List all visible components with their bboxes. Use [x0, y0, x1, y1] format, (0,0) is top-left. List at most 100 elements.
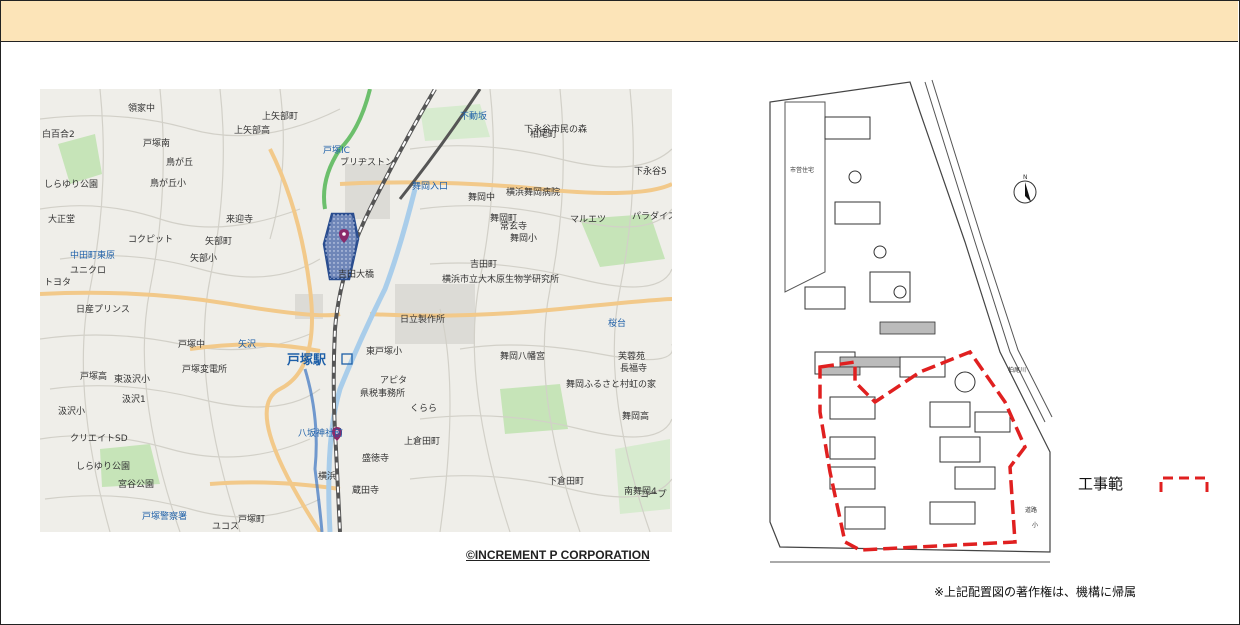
- label-yabe-kita: 矢部小: [190, 252, 217, 264]
- label-marietsu: マルエツ: [570, 215, 606, 225]
- plan-road: [931, 79, 1053, 418]
- label-cockpit: コクピット: [128, 234, 173, 245]
- park-area: [58, 134, 102, 184]
- label-nagafukuji: 長福寺: [620, 362, 647, 374]
- plan-label-housing: 市営住宅: [790, 166, 814, 174]
- legend-swatch-icon: [1159, 476, 1209, 492]
- label-bridgestone: ブリヂストン: [340, 156, 394, 168]
- label-hitachi: 日立製作所: [400, 313, 445, 325]
- site-layout-plan[interactable]: 市営住宅 柏尾川 道路 小 N: [760, 72, 1060, 570]
- hatched-buildings: [819, 321, 936, 376]
- label-furusato: 舞岡ふるさと村虹の家: [566, 378, 656, 390]
- label-creitosd: クリエイトSD: [70, 433, 128, 444]
- park-area: [100, 444, 160, 487]
- label-ukokosu: ユコス: [212, 522, 239, 532]
- north-label: N: [1023, 174, 1028, 181]
- plan-road: [924, 81, 1046, 423]
- label-uniqlo: ユニクロ: [70, 265, 106, 276]
- municipal-housing-lot: [784, 101, 826, 293]
- plan-label-small: 小: [1032, 521, 1038, 529]
- map-pin-icon[interactable]: [332, 427, 342, 441]
- label-maiokairiguchi: 舞岡入口: [412, 181, 448, 192]
- label-totsukacho: 戸塚町: [238, 514, 265, 525]
- site-outline: [769, 81, 1051, 553]
- label-yoshidaohashi: 吉田大橋: [338, 268, 374, 280]
- label-totsukaic: 戸塚IC: [323, 145, 350, 156]
- park-area: [500, 384, 568, 434]
- plan-canvas: 市営住宅 柏尾川 道路 小 N: [769, 79, 1053, 563]
- station-name: 戸塚駅: [287, 353, 327, 368]
- route-highlight: [303, 368, 324, 532]
- parking-icons: [848, 170, 907, 299]
- label-shimonagaya: 下永谷市民の森: [524, 123, 587, 135]
- expressway: [322, 89, 372, 210]
- label-shirouhou: 白百合2: [42, 128, 75, 140]
- label-maioka-jhs: 舞岡中: [468, 191, 495, 203]
- label-kamikurata: 上倉田町: [404, 435, 440, 447]
- label-sakuradai: 桜台: [608, 317, 626, 329]
- plaza-circle: [954, 371, 976, 393]
- label-taishodo: 大正堂: [48, 213, 75, 225]
- map-pin-icon[interactable]: [339, 229, 349, 243]
- label-matsuzawa2: 汲沢1: [122, 393, 146, 405]
- label-maioka-hachiman: 舞岡八幡宮: [500, 350, 545, 362]
- legend-label: 工事範: [1078, 475, 1124, 493]
- park-area: [420, 104, 490, 141]
- label-maiokacho4: 南舞岡4: [624, 485, 657, 497]
- label-matsuzawa: 汲沢小: [58, 405, 85, 417]
- label-kamiyabe: 上矢部高: [234, 124, 270, 136]
- label-shimonagaya2: 下永谷5: [634, 165, 667, 177]
- label-nissan: 日産プリンス: [76, 303, 130, 315]
- plan-label-road: 道路: [1025, 506, 1037, 514]
- label-kashiocho: 柏尾町: [530, 128, 557, 140]
- label-totsukahen: 戸塚変電所: [182, 363, 227, 375]
- header-band: [1, 1, 1238, 42]
- park-area: [615, 439, 670, 514]
- plan-label-river: 柏尾川: [1008, 366, 1026, 374]
- label-yasakajinja: 八坂神社前: [298, 427, 343, 439]
- label-maiokacho: 舞岡町: [490, 213, 517, 224]
- station-icon: [341, 353, 353, 365]
- label-shirayuri2: しらゆり公園: [76, 461, 130, 472]
- label-torigaoka-el: 鳥が丘小: [150, 177, 186, 189]
- label-totsukakeisatsu: 戸塚警察署: [142, 510, 187, 522]
- label-raigoji: 来迎寺: [226, 213, 253, 225]
- label-fudozaka: 不動坂: [460, 111, 487, 122]
- label-nakatacho: 中田町東原: [70, 249, 115, 261]
- label-apita: アピタ: [380, 375, 407, 386]
- major-roads: [40, 148, 672, 532]
- label-shimokurata: 下倉田町: [548, 475, 584, 487]
- target-area-texture: [324, 214, 358, 279]
- copyright-note: ※上記配置図の著作権は、機構に帰属: [934, 585, 1137, 599]
- label-yazawa: 矢沢: [238, 338, 256, 350]
- railway-dash: [332, 89, 436, 532]
- label-jogenji: 常玄寺: [500, 220, 527, 232]
- river: [326, 188, 418, 532]
- label-yabe: 矢部町: [205, 235, 232, 247]
- label-jinnya: 領家中: [128, 102, 155, 114]
- label-ohkibioken: 横浜市立大木原生物学研究所: [442, 273, 559, 285]
- park-area: [580, 214, 665, 267]
- label-zoutaji: 蔵田寺: [352, 484, 379, 496]
- label-totsuka-hs: 戸塚高: [80, 370, 107, 382]
- label-toyota: トヨタ: [44, 277, 71, 288]
- label-yokohamamaioka: 横浜舞岡病院: [506, 186, 560, 198]
- label-totsukaminami: 戸塚南: [143, 137, 170, 149]
- label-torigaoka: 鳥が丘: [166, 156, 193, 168]
- label-maioka-el: 舞岡小: [510, 233, 537, 244]
- label-yoshidacho: 吉田町: [470, 259, 497, 270]
- minor-roads: [40, 89, 672, 532]
- label-higashimatsuzawa: 東汲沢小: [114, 373, 150, 385]
- label-paradise: パラダイス: [632, 210, 672, 222]
- label-kakuya: コープ: [640, 489, 666, 500]
- label-seitokuji: 盛徳寺: [362, 452, 389, 464]
- label-kurara: くらら: [410, 403, 437, 414]
- work-boundary[interactable]: [818, 349, 1028, 552]
- label-yokohama: 横浜: [318, 470, 336, 482]
- label-kasuganji: 芙蓉苑: [618, 350, 645, 362]
- label-totsuka-jhs: 戸塚中: [178, 338, 205, 350]
- label-miyazawa: 宮谷公園: [118, 478, 154, 490]
- label-maioka-hs: 舞岡高: [622, 410, 649, 422]
